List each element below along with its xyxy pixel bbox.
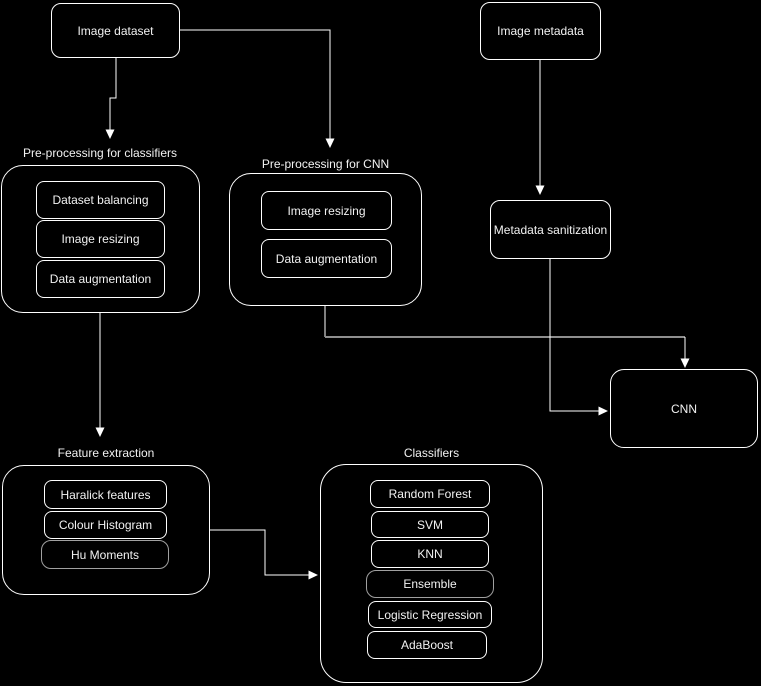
node-cnn: CNN (610, 369, 758, 448)
chip-logistic-regression: Logistic Regression (368, 601, 492, 628)
chip-haralick-features: Haralick features (44, 480, 167, 509)
connector-image-dataset-to-prep-classifiers (105, 58, 117, 139)
chip-random-forest: Random Forest (370, 480, 490, 508)
group-label-classifiers: Classifiers (403, 446, 460, 460)
connector-feature-extraction-to-classifiers (210, 529, 318, 580)
chip-data-augmentation-cnn: Data augmentation (261, 239, 392, 278)
group-label-feature-extraction: Feature extraction (57, 446, 155, 460)
group-classifiers (320, 464, 543, 683)
chip-knn: KNN (371, 540, 489, 568)
node-metadata-sanitization: Metadata sanitization (490, 200, 611, 259)
chip-image-resizing-classifiers: Image resizing (36, 220, 165, 258)
group-label-prep-cnn: Pre-processing for CNN (261, 157, 390, 171)
group-prep-cnn (229, 173, 422, 306)
node-image-dataset: Image dataset (51, 3, 180, 58)
connector-image-metadata-to-sanitization (535, 60, 545, 195)
connector-image-dataset-to-prep-cnn (180, 29, 335, 148)
connector-prep-classifiers-to-feature-extraction (95, 313, 105, 437)
chip-ensemble: Ensemble (366, 570, 494, 598)
chip-image-resizing-cnn: Image resizing (261, 191, 392, 230)
connector-sanitization-to-cnn (549, 259, 608, 416)
chip-hu-moments: Hu Moments (41, 540, 169, 569)
chip-svm: SVM (371, 511, 489, 538)
chip-data-augmentation-classifiers: Data augmentation (36, 260, 165, 298)
connector-prep-cnn-to-cnn (324, 306, 690, 368)
node-image-metadata: Image metadata (480, 2, 601, 60)
group-feature-extraction (2, 465, 210, 595)
chip-dataset-balancing: Dataset balancing (36, 181, 165, 219)
chip-adaboost: AdaBoost (367, 631, 487, 659)
chip-colour-histogram: Colour Histogram (44, 511, 167, 539)
group-prep-classifiers (1, 165, 200, 313)
group-label-prep-classifiers: Pre-processing for classifiers (22, 146, 178, 160)
